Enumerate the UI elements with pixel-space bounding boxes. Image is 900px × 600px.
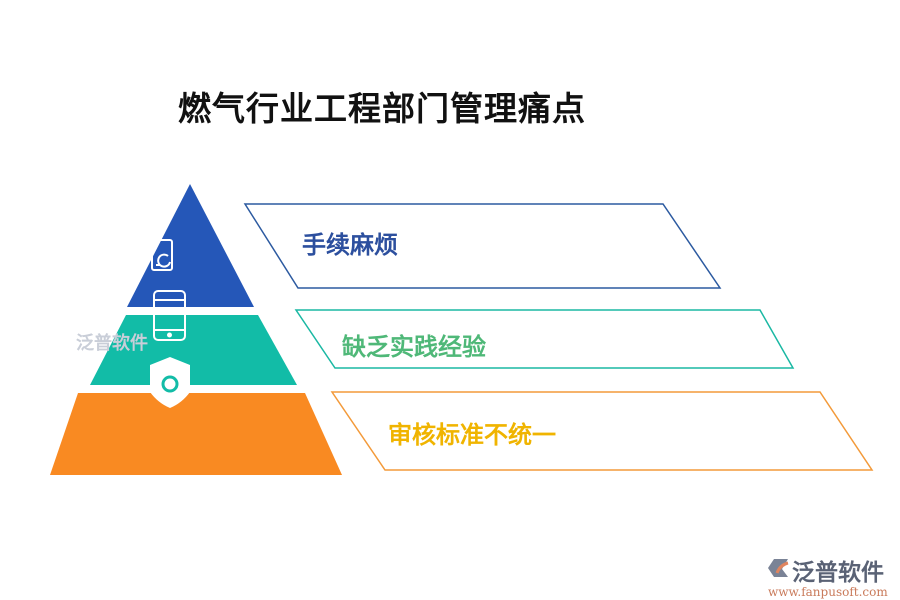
item-label-1: 手续麻烦 <box>302 231 398 259</box>
item-label-3: 审核标准不统一 <box>388 421 556 449</box>
page-title: 燃气行业工程部门管理痛点 <box>178 89 586 128</box>
logo-name: 泛普软件 <box>792 560 884 586</box>
pyramid-tier-2 <box>90 315 297 385</box>
item-box-2 <box>294 309 795 369</box>
shield-icon <box>150 357 190 408</box>
pyramid-tier-3 <box>50 393 342 475</box>
logo-icon <box>768 559 789 577</box>
document-sync-icon <box>151 239 173 271</box>
tablet-icon <box>153 290 186 341</box>
item-box-3 <box>330 391 874 471</box>
item-box-1 <box>243 203 722 289</box>
brand-logo: 泛普软件 www.fanpusoft.com <box>768 553 888 599</box>
pyramid-tier-1 <box>127 184 254 307</box>
watermark: 泛普软件 <box>76 333 148 354</box>
item-label-2: 缺乏实践经验 <box>342 333 486 361</box>
logo-url: www.fanpusoft.com <box>768 585 888 599</box>
